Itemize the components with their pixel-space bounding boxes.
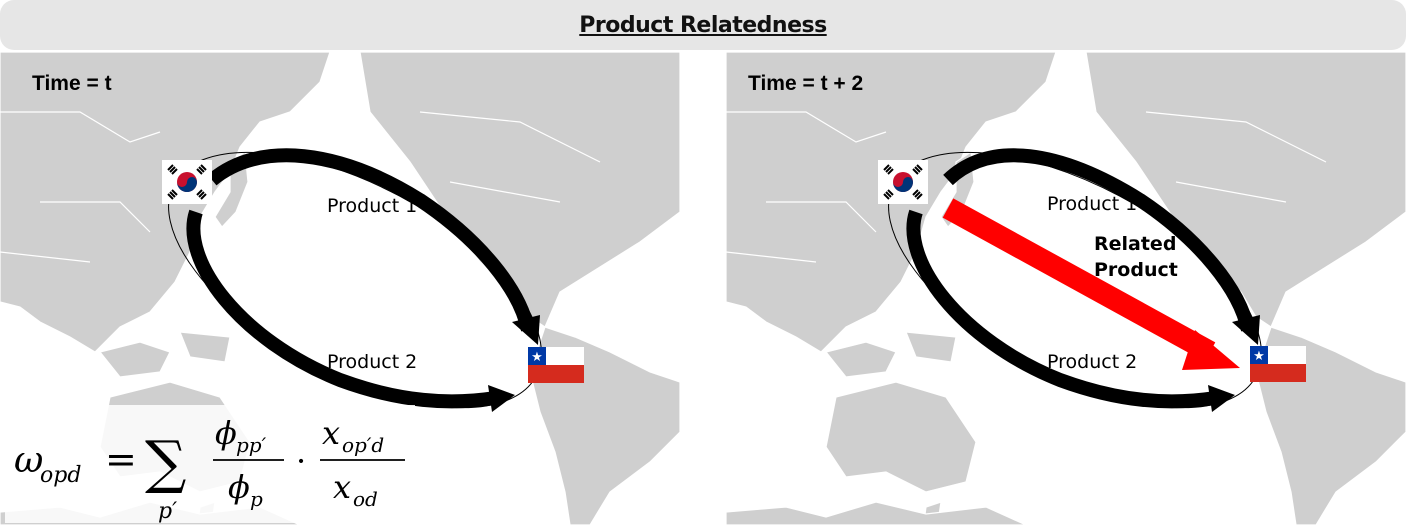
title-bar: Product Relatedness [0, 0, 1406, 50]
formula-den1: ϕ [228, 468, 250, 506]
related-product-label-line2: Product [1094, 259, 1178, 281]
panel-label: Time = t + 2 [748, 72, 863, 95]
formula-num1: ϕ [215, 414, 237, 452]
chile-flag-icon [1250, 346, 1306, 382]
formula-lhs: ω [14, 440, 43, 481]
related-product-label-line1: Related [1094, 233, 1176, 255]
arrow-product-2 [906, 209, 1217, 409]
panel-time-t-plus-2: Time = t + 2 Product 1 Product 2 Related… [725, 51, 1406, 525]
related-product-arrow [942, 198, 1240, 370]
chile-flag-icon [528, 347, 584, 383]
formula: ω opd = ∑ p′ ϕ pp′ ϕ p · x op′d x od [5, 405, 415, 524]
formula-den2-sub: od [353, 487, 378, 511]
formula-lhs-sub: opd [40, 463, 81, 488]
formula-equals: = [105, 437, 137, 481]
product-2-label: Product 2 [327, 351, 417, 373]
product-1-label: Product 1 [327, 195, 417, 217]
formula-num1-sub: pp′ [236, 433, 267, 457]
formula-num2-sub: op′d [342, 433, 384, 457]
south-korea-flag-icon [161, 159, 213, 205]
formula-dot: · [296, 442, 306, 480]
product-1-label: Product 1 [1047, 193, 1137, 215]
south-korea-flag-icon [877, 159, 929, 205]
formula-sum-sub: p′ [158, 499, 177, 524]
arrow-product-1 [943, 148, 1255, 332]
product-2-label: Product 2 [1047, 351, 1137, 373]
panel-label: Time = t [32, 72, 112, 95]
page-title: Product Relatedness [579, 12, 827, 38]
arrow-product-1 [207, 148, 535, 332]
formula-num2: x [322, 414, 340, 452]
panel-time-t: Time = t Product 1 Product 2 ω opd = ∑ p… [0, 51, 681, 525]
world-map [725, 51, 1406, 525]
formula-den2: x [333, 468, 351, 506]
formula-sum: ∑ [145, 428, 186, 496]
formula-den1-sub: p [250, 487, 263, 511]
arrow-product-2 [186, 209, 497, 409]
